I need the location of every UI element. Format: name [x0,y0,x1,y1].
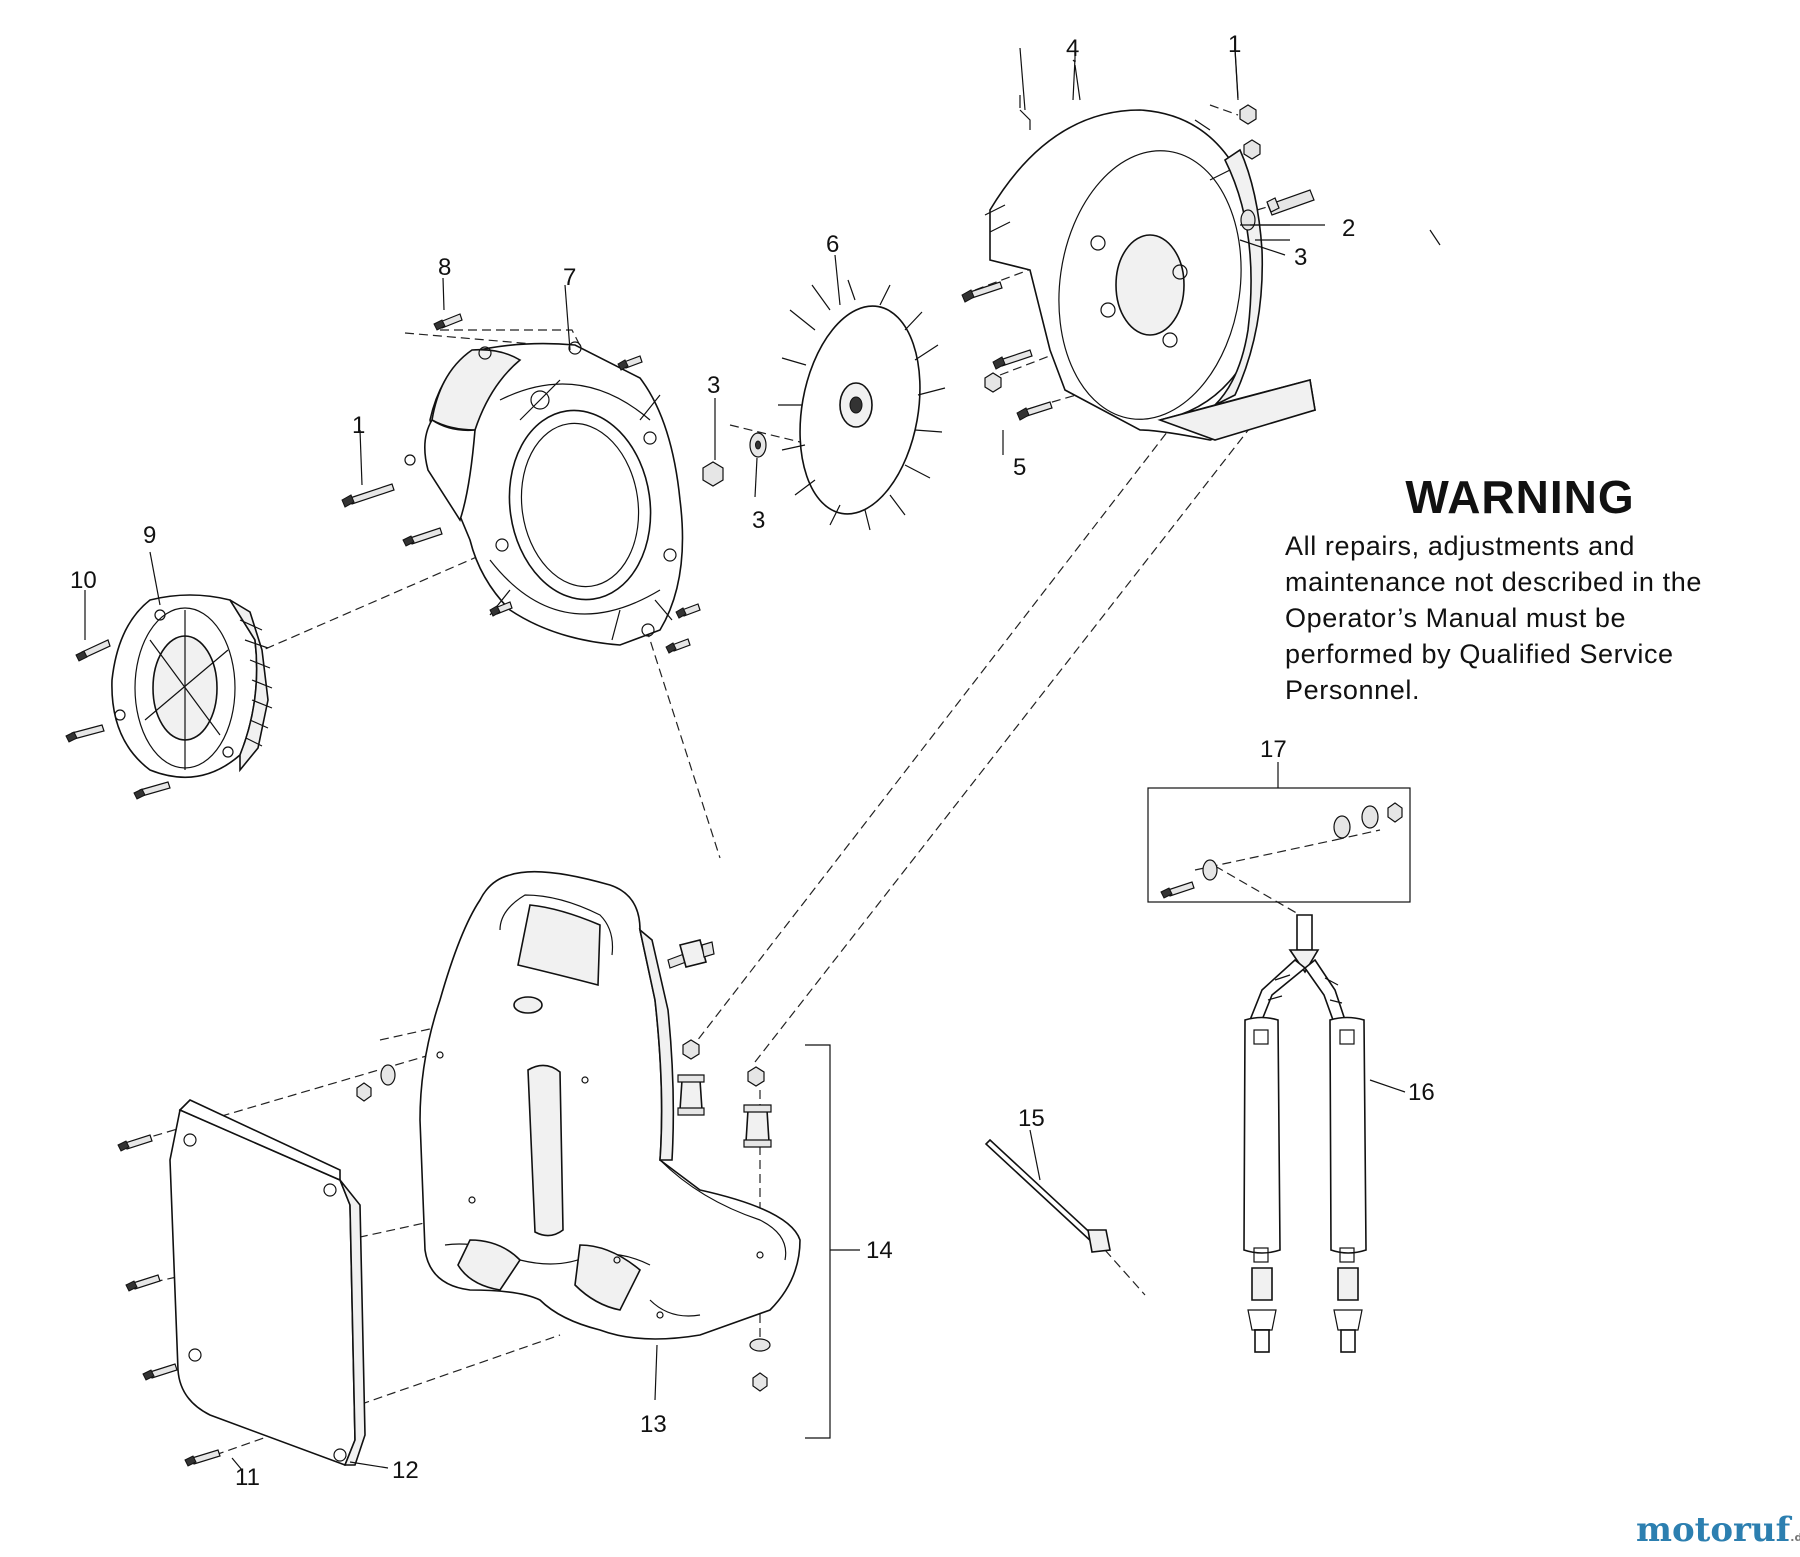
fan-housing-part-7 [404,341,684,646]
callout-1-top: 1 [1228,31,1241,58]
callout-6: 6 [826,231,839,258]
backpack-frame-part-13 [419,870,801,1340]
back-panel-part-12 [169,1099,366,1467]
callout-7: 7 [563,264,576,291]
warning-notice: WARNING All repairs, adjustments and mai… [1285,470,1755,708]
callout-8: 8 [438,254,451,281]
callout-5: 5 [1013,454,1026,481]
intake-guard-part-9 [111,594,273,779]
screws-part-10 [65,639,171,800]
warning-title: WARNING [1405,471,1635,523]
harness-part-16 [1243,914,1406,1353]
fan-impeller-part-6 [778,279,946,531]
callout-16: 16 [1408,1079,1435,1106]
callout-3-right: 3 [1294,244,1307,271]
watermark-text: motoruf [1636,1510,1791,1550]
nut-and-washer-part-3 [702,432,767,487]
cable-tie-part-15 [984,1129,1111,1253]
callout-12: 12 [392,1457,419,1484]
callout-2: 2 [1342,215,1355,242]
callout-14: 14 [866,1237,893,1264]
callout-1-left: 1 [352,412,365,439]
warning-body: All repairs, adjustments and maintenance… [1285,531,1702,705]
screws-part-11 [117,1064,396,1467]
callout-15: 15 [1018,1105,1045,1132]
callout-11: 11 [235,1464,260,1491]
callout-17: 17 [1260,736,1287,763]
watermark-logo: motoruf.de [1636,1510,1800,1550]
callout-numbers: 1 4 2 3 5 6 7 8 1 3 3 9 10 11 12 13 14 1… [70,31,1435,1491]
callout-9: 9 [143,522,156,549]
watermark-suffix: .de [1790,1531,1800,1544]
callout-3-lower: 3 [752,507,765,534]
callout-3-upper: 3 [707,372,720,399]
callout-leaders [84,47,1441,1471]
callout-10: 10 [70,567,97,594]
screws-part-1-and-8 [341,313,701,654]
engine-housing-part-4 [984,109,1316,441]
callout-4: 4 [1066,35,1079,62]
hardware-kit-part-17 [1147,762,1411,903]
callout-13: 13 [640,1411,667,1438]
isolators-part-14 [667,939,860,1439]
